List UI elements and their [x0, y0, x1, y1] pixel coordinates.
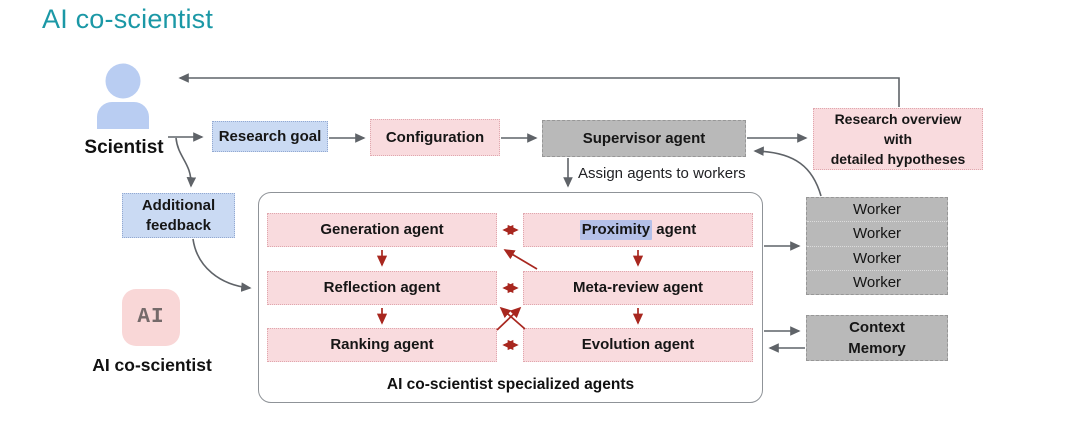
worker-row: Worker — [807, 269, 947, 294]
proximity-agent-box: Proximity agent — [523, 213, 753, 247]
worker-row: Worker — [852, 201, 902, 219]
configuration-label: Configuration — [385, 128, 485, 146]
proximity-agent-label: agent — [652, 221, 697, 239]
research-goal-label: Research goal — [218, 127, 322, 145]
context-memory-line: Context — [849, 319, 905, 336]
container-label: AI co-scientist specialized agents — [386, 376, 635, 393]
additional-feedback-box: Additional feedback — [122, 193, 235, 238]
research-goal-box: Research goal — [212, 121, 328, 152]
worker-row: Worker — [807, 245, 947, 270]
research-overview-line: with — [884, 130, 912, 147]
additional-feedback-line: Additional — [141, 197, 216, 214]
assign-agents-label: Assign agents to workers — [578, 165, 746, 182]
supervisor-agent-label: Supervisor agent — [582, 129, 706, 147]
scientist-person-icon — [97, 63, 149, 129]
context-memory-line: Memory — [848, 340, 906, 357]
context-memory-box: Context Memory — [806, 315, 948, 361]
scientist-label: Scientist — [84, 137, 164, 158]
page-title: AI co-scientist — [42, 4, 214, 34]
ai-chip-text: AI — [137, 306, 165, 329]
generation-agent-label: Generation agent — [320, 221, 444, 239]
worker-stack: Worker Worker Worker Worker — [806, 197, 948, 295]
meta-review-agent-box: Meta-review agent — [523, 271, 753, 305]
ai-chip-icon: AI — [122, 289, 180, 346]
reflection-agent-box: Reflection agent — [267, 271, 497, 305]
research-overview-line: detailed hypotheses — [830, 151, 966, 168]
proximity-highlighted-text: Proximity — [579, 220, 653, 240]
ai-co-scientist-label: AI co-scientist — [92, 355, 212, 375]
additional-feedback-line: feedback — [145, 216, 212, 234]
evolution-agent-label: Evolution agent — [581, 336, 695, 354]
generation-agent-box: Generation agent — [267, 213, 497, 247]
ranking-agent-box: Ranking agent — [267, 328, 497, 362]
meta-review-agent-label: Meta-review agent — [572, 279, 704, 297]
ranking-agent-label: Ranking agent — [330, 336, 434, 354]
configuration-box: Configuration — [370, 119, 500, 156]
research-overview-box: Research overview with detailed hypothes… — [813, 108, 983, 170]
supervisor-agent-box: Supervisor agent — [542, 120, 746, 157]
evolution-agent-box: Evolution agent — [523, 328, 753, 362]
research-overview-line: Research overview — [834, 110, 962, 127]
worker-row: Worker — [807, 221, 947, 245]
reflection-agent-label: Reflection agent — [323, 279, 441, 297]
